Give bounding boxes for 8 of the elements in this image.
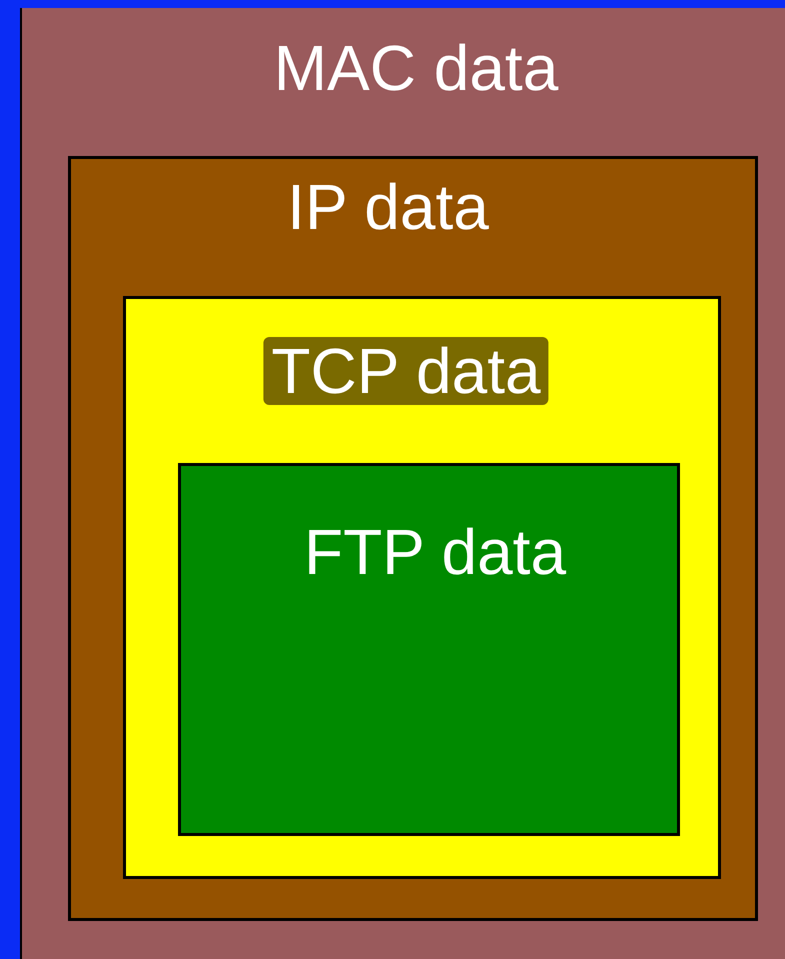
ip-packet-box — [68, 156, 758, 921]
ftp-data-box — [178, 463, 680, 836]
layer-label: TCP data — [263, 337, 549, 405]
layer-label: FTP data — [304, 520, 566, 584]
layer-label: IP data — [287, 175, 489, 239]
tcp-segment-box — [123, 296, 721, 879]
layer-label: MAC data — [274, 36, 558, 100]
mac-frame-box — [20, 8, 785, 959]
